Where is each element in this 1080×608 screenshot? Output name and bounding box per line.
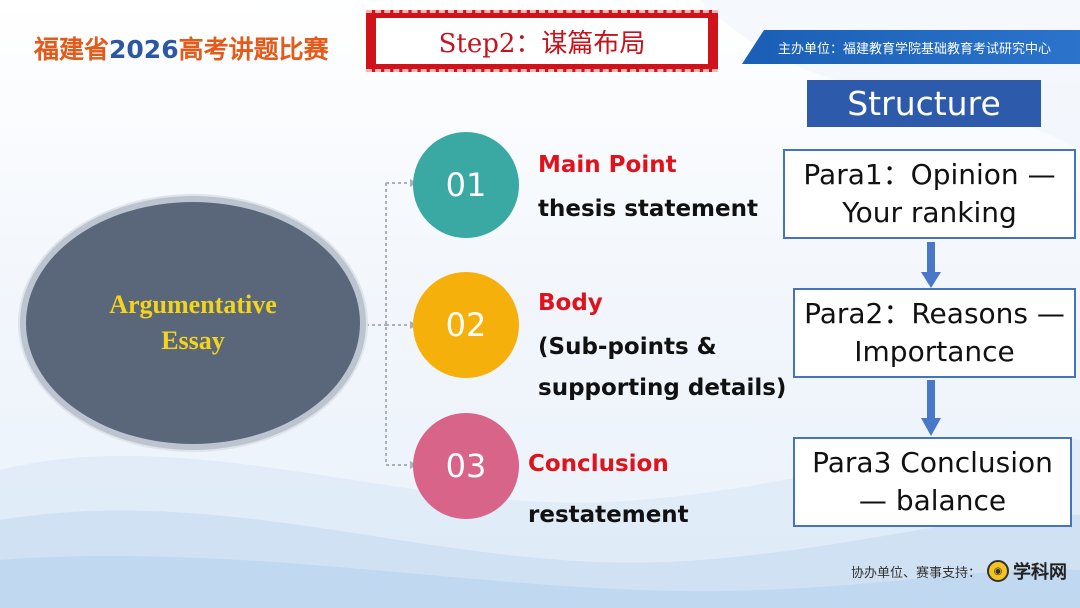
point-desc-main-point: thesis statement (538, 196, 758, 222)
host-unit-bar: 主办单位：福建教育学院基础教育考试研究中心 (742, 30, 1080, 64)
point-number-02: 02 (413, 272, 519, 378)
brand-event: 高考讲题比赛 (178, 35, 329, 64)
point-number-01: 01 (413, 132, 519, 238)
structure-title: Structure (807, 80, 1041, 127)
para1-line2: Your ranking (842, 196, 1017, 229)
logo-text: 学科网 (1013, 562, 1068, 583)
essay-label-line1: Argumentative (109, 290, 277, 319)
point-desc-conclusion: restatement (528, 502, 689, 528)
step-title: Step2：谋篇布局 (376, 18, 708, 64)
point-title-main-point: Main Point (538, 152, 677, 178)
point-title-body: Body (538, 290, 603, 316)
step-banner: Step2：谋篇布局 (366, 10, 718, 72)
owl-icon: ◉ (987, 560, 1010, 582)
essay-label: Argumentative Essay (109, 287, 277, 359)
para1-box: Para1：Opinion — Your ranking (783, 149, 1076, 239)
para3-line1: Para3 Conclusion (812, 446, 1053, 479)
point-desc-body-line1: (Sub-points & (538, 334, 717, 360)
para1-line1: Para1：Opinion — (803, 158, 1056, 191)
point-title-conclusion: Conclusion (528, 451, 669, 477)
point-desc-body-line2: supporting details) (538, 375, 787, 401)
argumentative-essay-ellipse: Argumentative Essay (20, 196, 366, 450)
para2-box: Para2：Reasons — Importance (793, 288, 1076, 378)
para2-line1: Para2：Reasons — (804, 297, 1065, 330)
essay-label-line2: Essay (161, 326, 225, 355)
point-number-03: 03 (413, 413, 519, 519)
footer-support: 协办单位、赛事支持： ◉ 学科网 (851, 556, 1067, 586)
para3-line2: — balance (858, 484, 1007, 517)
support-label: 协办单位、赛事支持： (851, 565, 982, 581)
para2-line2: Importance (854, 335, 1015, 368)
para3-box: Para3 Conclusion — balance (793, 437, 1072, 527)
brand-province: 福建省 (34, 35, 110, 64)
competition-brand: 福建省2026高考讲题比赛 (34, 30, 329, 66)
xuekewang-logo: ◉ 学科网 (987, 558, 1067, 584)
brand-year: 2026 (109, 35, 179, 64)
